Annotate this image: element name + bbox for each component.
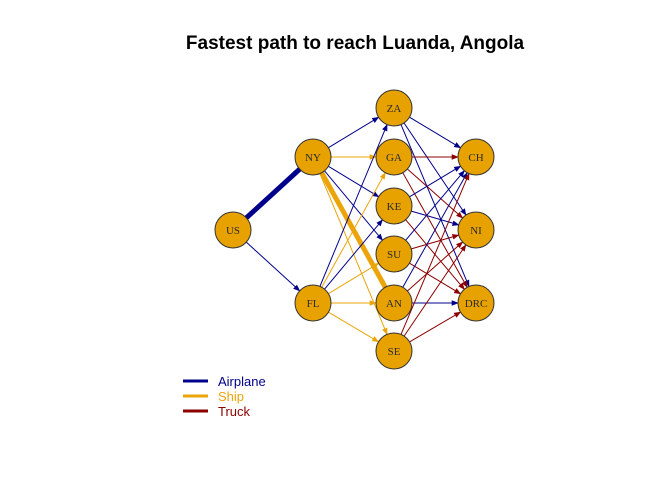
node-ni: NI <box>457 211 495 249</box>
diagram-title: Fastest path to reach Luanda, Angola <box>186 33 525 54</box>
node-circle <box>457 284 495 322</box>
node-se: SE <box>375 332 413 370</box>
node-fl: FL <box>294 284 332 322</box>
legend-label: Ship <box>218 389 244 404</box>
node-label: NY <box>305 152 321 164</box>
edge-fl-ke <box>324 219 383 290</box>
edge-se-ni <box>403 244 467 337</box>
node-us: US <box>214 211 252 249</box>
edge-an-ch <box>402 172 468 288</box>
legend-label: Truck <box>218 404 251 419</box>
legend-item-airplane: Airplane <box>183 374 266 389</box>
node-circle <box>457 138 495 176</box>
edge-us-ny <box>244 167 302 220</box>
node-ny: NY <box>294 138 332 176</box>
edge-se-drc <box>409 311 462 343</box>
node-circle <box>294 284 332 322</box>
legend-label: Airplane <box>218 374 266 389</box>
edge-su-drc <box>409 262 462 295</box>
edge-us-fl <box>245 241 301 292</box>
node-circle <box>375 284 413 322</box>
node-circle <box>375 138 413 176</box>
edges-layer <box>244 116 470 343</box>
node-label: AN <box>386 298 402 310</box>
node-circle <box>457 211 495 249</box>
node-label: NI <box>470 225 482 237</box>
node-ke: KE <box>375 187 413 225</box>
node-label: SU <box>387 249 401 261</box>
node-ch: CH <box>457 138 495 176</box>
edge-su-ni <box>411 234 460 250</box>
node-za: ZA <box>375 89 413 127</box>
edge-fl-ga <box>321 172 386 288</box>
node-an: AN <box>375 284 413 322</box>
edge-za-ch <box>409 116 462 149</box>
legend-item-ship: Ship <box>183 389 244 404</box>
edge-fl-se <box>328 311 380 343</box>
node-su: SU <box>375 235 413 273</box>
node-circle <box>375 235 413 273</box>
node-circle <box>294 138 332 176</box>
node-circle <box>375 89 413 127</box>
node-label: KE <box>387 201 402 213</box>
node-label: DRC <box>465 298 488 310</box>
nodes-layer: US NY FL ZA GA KE SU AN SE CH NI DRC <box>214 89 495 370</box>
edge-fl-za <box>319 123 388 287</box>
node-label: CH <box>468 152 483 164</box>
edge-ny-ke <box>328 165 380 198</box>
node-drc: DRC <box>457 284 495 322</box>
node-ga: GA <box>375 138 413 176</box>
node-label: SE <box>388 346 401 358</box>
node-circle <box>375 187 413 225</box>
edge-an-ni <box>407 241 464 292</box>
node-label: GA <box>386 152 402 164</box>
edge-su-ch <box>405 170 465 241</box>
edge-ke-ch <box>409 165 462 198</box>
node-circle <box>214 211 252 249</box>
node-circle <box>375 332 413 370</box>
edge-se-ch <box>400 172 470 335</box>
node-label: FL <box>307 298 320 310</box>
legend-item-truck: Truck <box>183 404 251 419</box>
node-label: US <box>226 225 240 237</box>
edge-fl-su <box>328 262 380 295</box>
edge-ny-za <box>328 116 380 149</box>
edge-ke-ni <box>411 210 460 226</box>
node-label: ZA <box>387 103 402 115</box>
edge-za-ni <box>403 122 467 216</box>
